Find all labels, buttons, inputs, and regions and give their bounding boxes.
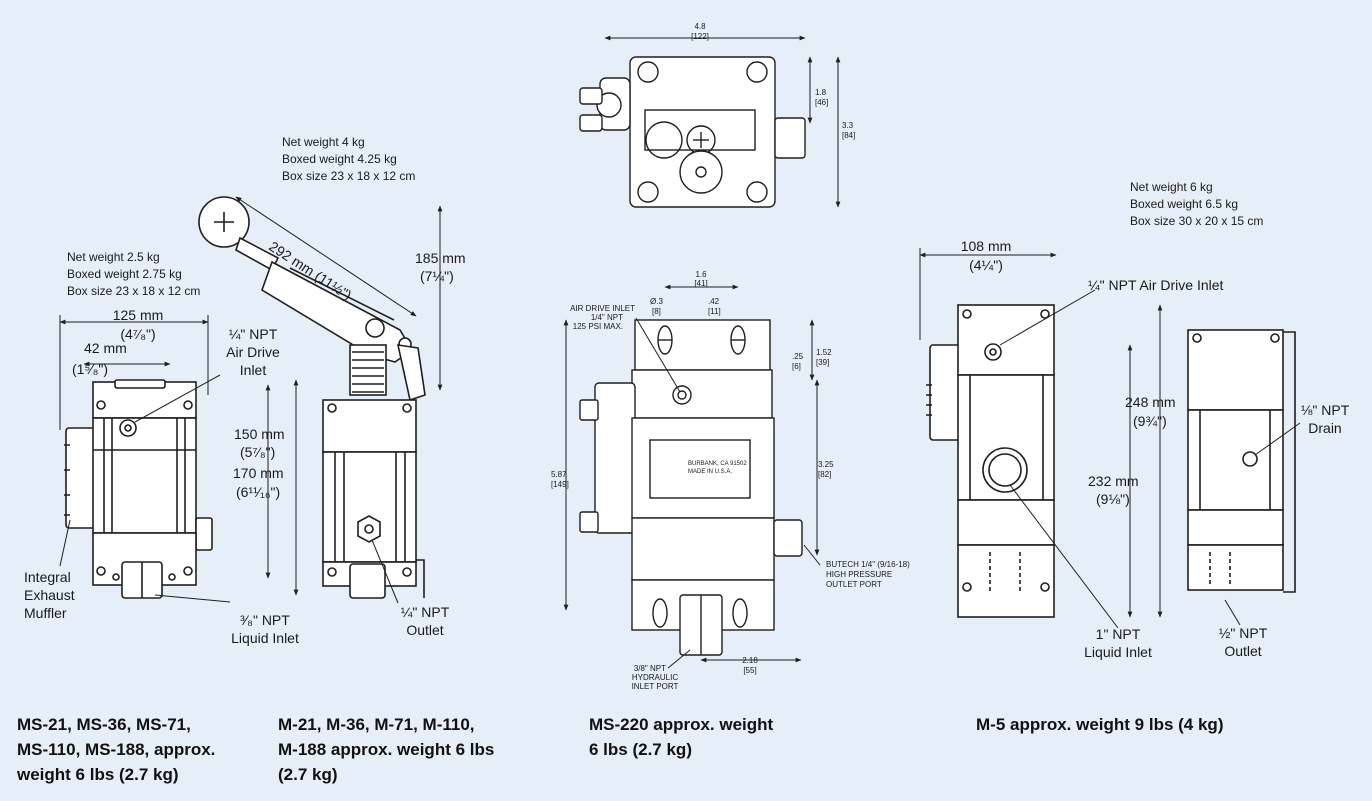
ms-muffler-2: Exhaust xyxy=(24,587,75,603)
m5-liquid-inlet-2: Liquid Inlet xyxy=(1084,644,1152,660)
ms220-plate-2: MADE IN U.S.A. xyxy=(688,469,733,475)
ms-boxed-weight: Boxed weight 2.75 kg xyxy=(67,267,182,281)
ms-dim-170-in: (6¹¹⁄₁₆") xyxy=(236,484,281,500)
caption-m-line-1: M-21, M-36, M-71, M-110, xyxy=(278,715,475,734)
ms220-dim-42: .42 xyxy=(708,297,720,306)
ms220-dim-152: 1.52 xyxy=(816,348,832,357)
ms220-hyd-inlet-2: HYDRAULIC xyxy=(631,673,679,682)
ms220-plate-1: BURBANK, CA 91502 xyxy=(688,461,747,467)
ms-dim-125-in: (4⁷⁄₈") xyxy=(120,326,156,342)
m5-dim-232-in: (9⅛") xyxy=(1096,491,1130,507)
ms220-top-33-mm: [84] xyxy=(842,131,856,140)
m5-air-inlet: ¼" NPT Air Drive Inlet xyxy=(1088,277,1224,293)
ms220-top-width: 4.8 xyxy=(694,22,706,31)
m-5-front-view xyxy=(926,304,1055,618)
ms220-hyd-inlet-1: 3/8" NPT xyxy=(633,664,666,673)
ms220-dim-218: 2.18 xyxy=(742,656,758,665)
ms220-outlet-port-3: OUTLET PORT xyxy=(826,580,882,589)
ms-dim-125: 125 mm xyxy=(112,307,164,323)
caption-m-line-2: M-188 approx. weight 6 lbs xyxy=(278,740,495,759)
caption-m-line-3: (2.7 kg) xyxy=(278,765,338,784)
ms-dim-42-in: (1⁵⁄₈") xyxy=(72,361,109,377)
m5-boxed-weight: Boxed weight 6.5 kg xyxy=(1130,197,1239,211)
ms-box-size: Box size 23 x 18 x 12 cm xyxy=(67,284,201,298)
m5-outlet-2: Outlet xyxy=(1224,643,1262,659)
ms-dim-150-in: (5⁷⁄₈") xyxy=(240,444,276,460)
ms220-dim-16: 1.6 xyxy=(695,270,707,279)
m-hand-pump-drawing xyxy=(198,196,426,599)
m5-outlet-1: ½" NPT xyxy=(1218,625,1268,641)
ms220-dim-152-mm: [39] xyxy=(816,358,830,367)
ms-pump-drawing xyxy=(64,379,213,599)
m-boxed-weight: Boxed weight 4.25 kg xyxy=(282,152,397,166)
m5-dim-248: 248 mm xyxy=(1125,394,1176,410)
caption-m5: M-5 approx. weight 9 lbs (4 kg) xyxy=(976,715,1224,734)
ms-muffler-1: Integral xyxy=(24,569,71,585)
m-dim-185: 185 mm xyxy=(415,250,466,266)
ms220-top-18: 1.8 xyxy=(815,88,827,97)
caption-ms-line-2: MS-110, MS-188, approx. xyxy=(17,740,216,759)
m-outlet-2: Outlet xyxy=(406,622,444,638)
ms220-outlet-port-1: BUTECH 1/4" (9/16-18) xyxy=(826,560,910,569)
caption-ms220-line-2: 6 lbs (2.7 kg) xyxy=(589,740,692,759)
ms220-top-33: 3.3 xyxy=(842,121,854,130)
m5-net-weight: Net weight 6 kg xyxy=(1130,180,1213,194)
leader-lines xyxy=(59,289,1301,669)
m5-drain-1: ⅛" NPT xyxy=(1300,402,1350,418)
caption-ms220-line-1: MS-220 approx. weight xyxy=(589,715,774,734)
ms-air-inlet-1: ¼" NPT xyxy=(228,326,278,342)
m5-dim-232: 232 mm xyxy=(1088,473,1139,489)
m-5-side-view xyxy=(1187,329,1296,593)
dimension-lines xyxy=(59,35,1163,663)
m5-dim-108: 108 mm xyxy=(960,238,1012,254)
ms220-dia-3-mm: [8] xyxy=(652,307,661,316)
ms-air-inlet-3: Inlet xyxy=(239,362,267,378)
ms220-dia-3: Ø.3 xyxy=(650,297,663,306)
ms220-dim-42-mm: [11] xyxy=(708,307,721,316)
m5-dim-248-in: (9¾") xyxy=(1133,413,1167,429)
m-dim-185-in: (7¼") xyxy=(420,268,454,284)
ms-220-front-view xyxy=(579,319,803,656)
ms220-dim-587: 5.87 xyxy=(551,470,567,479)
ms220-air-inlet-1: AIR DRIVE INLET xyxy=(570,304,635,313)
m-outlet-1: ¼" NPT xyxy=(400,604,450,620)
ms220-dim-218-mm: [55] xyxy=(743,666,757,675)
ms-muffler-3: Muffler xyxy=(24,605,67,621)
ms220-dim-16-mm: [41] xyxy=(694,279,708,288)
ms220-outlet-port-2: HIGH PRESSURE xyxy=(826,570,893,579)
ms-net-weight: Net weight 2.5 kg xyxy=(67,250,160,264)
ms220-air-inlet-2: 1/4" NPT xyxy=(590,313,623,322)
ms220-top-18-mm: [46] xyxy=(815,98,829,107)
ms220-dim-325-mm: [82] xyxy=(818,470,832,479)
ms220-top-width-mm: [122] xyxy=(691,32,709,41)
ms-dim-42: 42 mm xyxy=(84,340,127,356)
ms-liquid-inlet-1: ³⁄₈" NPT xyxy=(240,612,290,628)
m5-drain-2: Drain xyxy=(1308,420,1342,436)
m-net-weight: Net weight 4 kg xyxy=(282,135,365,149)
ms-air-inlet-2: Air Drive xyxy=(226,344,280,360)
ms220-dim-25: .25 xyxy=(792,352,804,361)
ms220-dim-587-mm: [149] xyxy=(551,480,569,489)
ms-dim-150: 150 mm xyxy=(234,426,285,442)
ms220-air-inlet-3: 125 PSI MAX. xyxy=(572,322,623,331)
ms220-hyd-inlet-3: INLET PORT xyxy=(631,682,679,691)
m5-box-size: Box size 30 x 20 x 15 cm xyxy=(1130,214,1264,228)
m5-liquid-inlet-1: 1" NPT xyxy=(1095,626,1141,642)
ms220-dim-325: 3.25 xyxy=(818,460,834,469)
ms-liquid-inlet-2: Liquid Inlet xyxy=(231,630,299,646)
ms-dim-170: 170 mm xyxy=(233,465,284,481)
ms-220-top-view xyxy=(579,56,806,208)
m5-dim-108-in: (4¼") xyxy=(969,257,1003,273)
caption-ms-line-3: weight 6 lbs (2.7 kg) xyxy=(17,765,179,784)
m-box-size: Box size 23 x 18 x 12 cm xyxy=(282,169,416,183)
ms220-dim-25-mm: [6] xyxy=(792,362,801,371)
caption-ms-line-1: MS-21, MS-36, MS-71, xyxy=(17,715,191,734)
